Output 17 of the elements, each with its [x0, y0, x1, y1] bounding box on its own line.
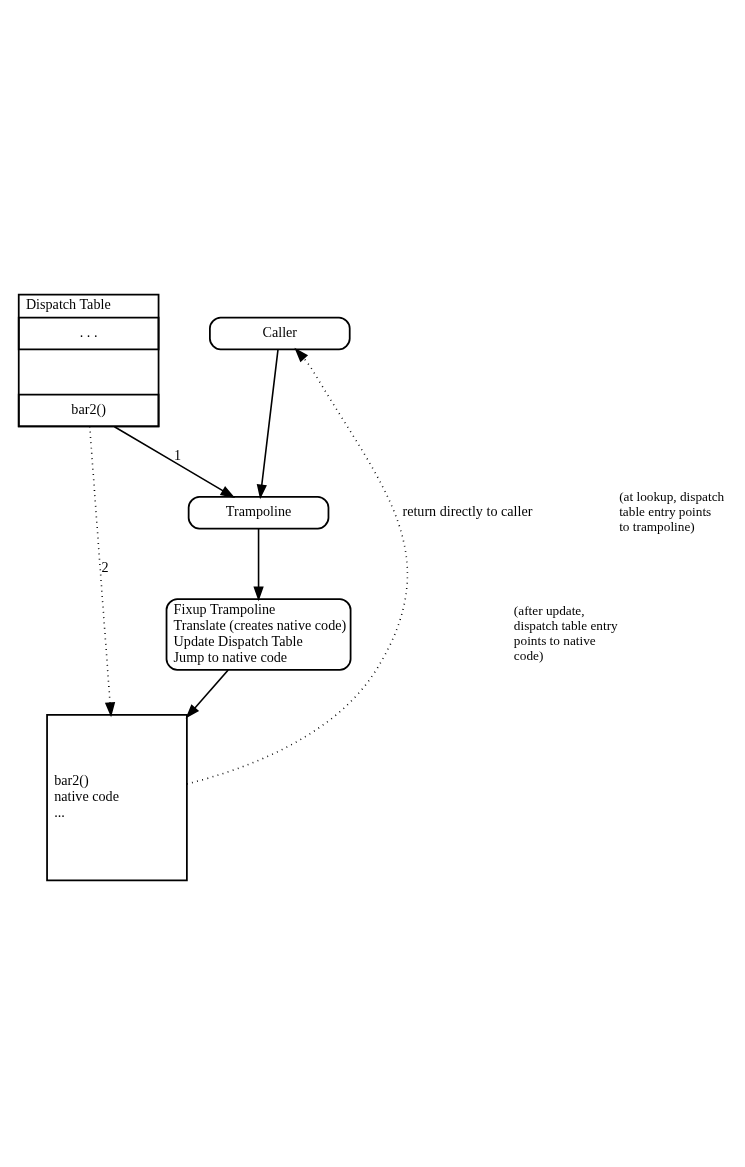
arrow	[256, 348, 279, 499]
edge-label: 1	[174, 446, 182, 463]
edge-label: 2	[101, 558, 109, 575]
node-box: Caller	[209, 316, 351, 350]
node-box: Trampoline	[187, 495, 330, 530]
label: (after update, dispatch table entry points to native code)	[513, 602, 618, 663]
node-box: bar2() native code ...	[46, 713, 188, 881]
edge-label: return directly to caller	[402, 502, 533, 519]
arrow	[113, 425, 236, 498]
arrow	[88, 425, 116, 717]
label: (at lookup, dispatch table entry points to trampoline)	[619, 488, 725, 534]
arrow	[185, 668, 229, 719]
arrow	[253, 527, 264, 601]
arrow	[186, 347, 409, 785]
node-box: Fixup Trampoline Translate (creates native code) Update Dispatch Table Jump to native code	[165, 597, 352, 671]
node-box: . . .	[17, 316, 160, 350]
node-box: bar2()	[17, 393, 160, 427]
